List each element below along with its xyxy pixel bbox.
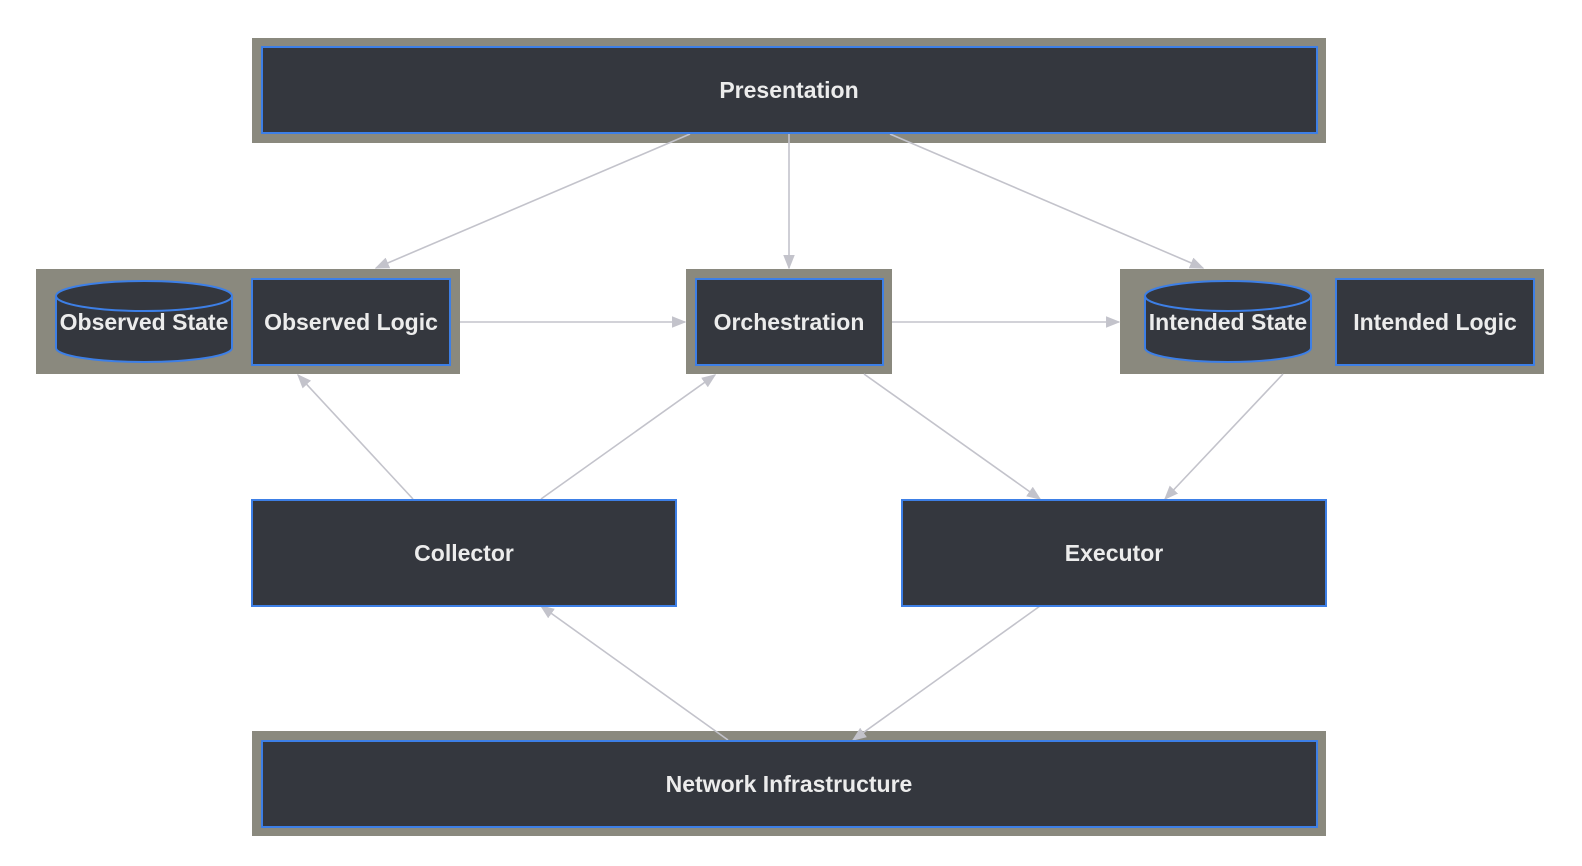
presentation-node: Presentation xyxy=(261,46,1318,134)
observed-logic-label: Observed Logic xyxy=(264,309,438,335)
edge-intended-state-to-executor xyxy=(1164,373,1284,501)
presentation-label: Presentation xyxy=(719,77,858,103)
edge-network-infrastructure-to-collector xyxy=(539,605,729,741)
collector-label: Collector xyxy=(414,540,514,566)
orchestration-label: Orchestration xyxy=(714,309,865,335)
edge-presentation-to-observed-logic xyxy=(374,133,691,269)
edge-executor-to-network-infrastructure xyxy=(851,605,1041,741)
network-infrastructure-label: Network Infrastructure xyxy=(666,771,913,797)
executor-label: Executor xyxy=(1065,540,1163,566)
edge-collector-to-orchestration xyxy=(540,374,717,500)
intended-logic-label: Intended Logic xyxy=(1353,309,1517,335)
edges xyxy=(297,133,1284,741)
observed-state-database: Observed State xyxy=(55,280,233,363)
intended-state-database: Intended State xyxy=(1144,280,1312,363)
executor-node: Executor xyxy=(901,499,1327,607)
edge-collector-to-observed-logic xyxy=(297,373,414,500)
intended-state-label: Intended State xyxy=(1149,309,1307,335)
edge-presentation-to-intended-state xyxy=(889,133,1205,269)
observed-logic-node: Observed Logic xyxy=(251,278,451,366)
edge-orchestration-to-executor xyxy=(863,373,1042,500)
collector-node: Collector xyxy=(251,499,677,607)
intended-logic-node: Intended Logic xyxy=(1335,278,1535,366)
network-infrastructure-node: Network Infrastructure xyxy=(261,740,1318,828)
orchestration-node: Orchestration xyxy=(695,278,884,366)
observed-state-label: Observed State xyxy=(60,309,229,335)
